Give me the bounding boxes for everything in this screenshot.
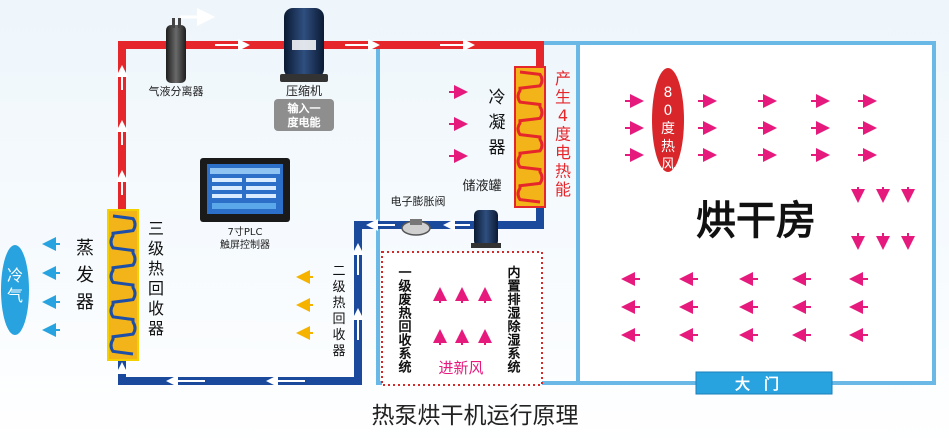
recovery-3-label-char: 三	[148, 219, 164, 238]
drying-room: 烘干房	[576, 41, 936, 385]
recovery-1-label-char: 统	[398, 360, 411, 376]
heat-output-label-char: 能	[555, 180, 571, 199]
heat-output-label-char: 4	[558, 106, 568, 125]
compressor-power-line1: 输入一	[288, 101, 321, 115]
cold-air-ellipse	[1, 245, 29, 335]
condenser: 冷 凝 器	[489, 66, 546, 208]
hot-air-label-char: 0	[664, 103, 673, 119]
evaporator-label: 蒸发器	[76, 238, 94, 313]
plc-controller[interactable]: 7寸PLC 触屏控制器	[200, 158, 290, 251]
cabinet-airflow-arrows	[449, 85, 468, 163]
recovery-1-label-char: 废	[398, 292, 411, 308]
recovery-2-label-char: 热	[332, 296, 345, 311]
dehumid-label-char: 统	[507, 360, 520, 376]
cold-refrigerant-pipe	[116, 200, 544, 387]
dehumid-label-char: 置	[507, 280, 520, 295]
dehumid-label-char: 系	[507, 346, 520, 362]
hot-air-ellipse	[652, 68, 684, 172]
recovery-3-label-char: 热	[148, 259, 164, 278]
recovery-2-label-char: 器	[332, 344, 345, 359]
separator: 气液分离器	[149, 18, 204, 98]
recovery-2-label-char: 二	[332, 264, 345, 279]
recovery-1-label-char: 一	[398, 266, 411, 281]
door-label: 大门	[735, 375, 793, 393]
fresh-air-label: 进新风	[438, 359, 483, 377]
cold-air-label-char: 冷	[7, 266, 23, 285]
plc-label-line1: 7寸PLC	[228, 225, 263, 238]
compressor-label: 压缩机	[286, 83, 322, 98]
heat-output-label-char: 电	[555, 143, 571, 162]
recovery-2-label-char: 级	[332, 280, 345, 295]
condenser-coil-wave	[516, 70, 544, 204]
diagram-title: 热泵烘干机运行原理	[372, 403, 579, 429]
expansion-valve: 电子膨胀阀	[391, 194, 446, 236]
recovery-1-label-char: 回	[398, 320, 411, 335]
recovery-1-label-char: 系	[398, 346, 411, 362]
dehumid-label-char: 内	[507, 265, 520, 281]
heat-output-label-char: 产	[555, 69, 571, 88]
compressor: 压缩机 输入一 度电能	[274, 8, 334, 131]
door[interactable]: 大门	[695, 371, 833, 395]
evaporator-label-char: 发	[76, 265, 94, 286]
cold-air-label-char: 气	[7, 286, 23, 305]
separator-label: 气液分离器	[149, 84, 204, 98]
room-airflow-arrows	[621, 94, 915, 342]
recovery-3-label-char: 级	[148, 239, 164, 258]
recovery-2-label-char: 回	[332, 312, 345, 327]
separator-tank	[166, 25, 186, 83]
dehumid-label-char: 湿	[507, 307, 520, 322]
dehumid-label-char: 排	[507, 292, 520, 308]
drying-room-label: 烘干房	[696, 198, 816, 244]
expansion-valve-label: 电子膨胀阀	[391, 194, 446, 208]
recovery-1-border	[381, 251, 543, 386]
receiver-body	[474, 210, 498, 246]
recovery-1-label-char: 收	[398, 333, 412, 349]
receiver-label: 储液罐	[462, 179, 501, 194]
evaporator-coil-wave	[109, 214, 137, 356]
cold-air-label: 冷气	[7, 266, 23, 305]
recovery-2-label-char: 收	[332, 328, 345, 343]
door-panel	[695, 371, 833, 395]
compressor-power-line2: 度电能	[288, 115, 321, 129]
heat-output-label-char: 热	[555, 162, 571, 181]
condenser-char-3: 器	[489, 138, 506, 158]
recovery-3-label-char: 收	[148, 299, 164, 318]
evaporator-label-char: 蒸	[76, 238, 94, 259]
hot-air-label-char: 风	[661, 157, 675, 173]
hot-air-label-char: 热	[661, 139, 675, 155]
plc-label-line2: 触屏控制器	[220, 238, 270, 251]
recovery-1-label-char: 热	[398, 306, 411, 322]
condenser-char-2: 凝	[489, 113, 506, 133]
dehumid-label-char: 湿	[507, 334, 520, 349]
cold-air: 冷气	[1, 237, 60, 337]
recovery-3-label-char: 回	[148, 279, 164, 298]
hot-air-badge: 8 0 度热风	[652, 68, 684, 173]
hot-refrigerant-pipe	[116, 8, 544, 210]
compressor-power-box	[274, 99, 334, 131]
hot-air-label-char: 8	[664, 85, 673, 101]
heat-output-label-char: 生	[555, 88, 571, 107]
evaporator-label-char: 器	[76, 292, 94, 313]
hot-air-label: 8 0 度热风	[661, 85, 675, 173]
dehumid-label-char: 除	[507, 319, 521, 335]
condenser-char-1: 冷	[489, 88, 506, 108]
hot-air-label-char: 度	[661, 121, 675, 137]
recovery-1-label-char: 级	[398, 279, 412, 295]
receiver-tank: 储液罐	[462, 179, 502, 248]
heat-output-label-char: 度	[555, 125, 571, 144]
recovery-3-label-char: 器	[148, 319, 164, 338]
